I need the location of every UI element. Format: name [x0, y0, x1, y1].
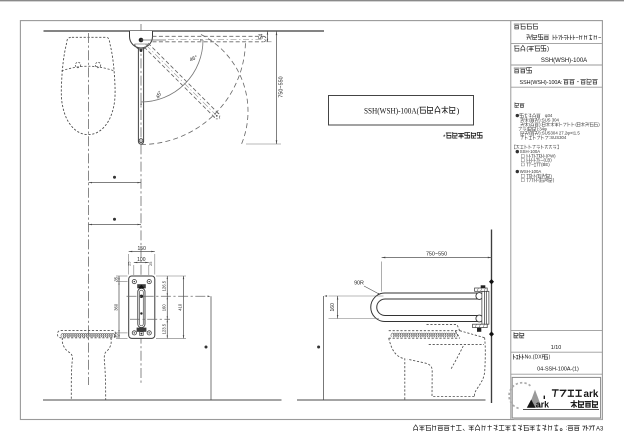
svg-text:): )	[550, 173, 552, 178]
svg-text:750~550: 750~550	[279, 76, 285, 97]
svg-text:360: 360	[114, 303, 119, 311]
svg-text:(BE): (BE)	[541, 162, 550, 167]
svg-text:WSH-100A: WSH-100A	[520, 169, 542, 174]
svg-text:SSH(WSH)-100A:: SSH(WSH)-100A:	[520, 80, 563, 86]
svg-text:54: 54	[259, 34, 265, 40]
svg-text:90R: 90R	[354, 280, 364, 286]
svg-text:(: (	[529, 131, 531, 136]
svg-text:45°: 45°	[155, 90, 164, 100]
svg-text:04-SSH-100A-(1): 04-SSH-100A-(1)	[537, 366, 579, 372]
svg-text:750~550: 750~550	[426, 251, 447, 257]
svg-text:(: (	[539, 178, 541, 183]
svg-text:):34φ: ):34φ	[537, 126, 547, 131]
svg-text:): )	[553, 178, 555, 183]
svg-text:(: (	[526, 45, 529, 52]
svg-text:φ34: φ34	[545, 113, 553, 118]
svg-text:150: 150	[138, 246, 147, 252]
svg-text:35: 35	[114, 276, 119, 281]
svg-text:No.(DXF: No.(DXF	[525, 355, 545, 361]
svg-text:1/10: 1/10	[551, 345, 562, 351]
svg-text:ark: ark	[584, 389, 599, 400]
svg-text:126.5: 126.5	[161, 280, 166, 291]
svg-text:SSH(WSH)-100A(: SSH(WSH)-100A(	[364, 107, 419, 116]
svg-text:): )	[598, 122, 600, 127]
svg-text:25: 25	[128, 262, 132, 266]
svg-text:): )	[549, 355, 551, 361]
svg-text:35: 35	[114, 333, 119, 338]
svg-text:(PW): (PW)	[546, 154, 556, 159]
svg-text:SSH-100A: SSH-100A	[520, 149, 540, 154]
svg-text:(: (	[529, 122, 531, 127]
svg-text:(: (	[536, 173, 538, 178]
svg-text:(: (	[575, 122, 577, 127]
svg-text:):SUS 304: ):SUS 304	[539, 118, 559, 123]
svg-text:(: (	[529, 118, 531, 123]
svg-text:25: 25	[149, 262, 153, 266]
svg-text:410: 410	[178, 303, 183, 311]
svg-text:100: 100	[137, 257, 146, 263]
svg-text::SUS304: :SUS304	[549, 135, 567, 140]
svg-text:160: 160	[161, 304, 166, 312]
svg-text:):: ):	[539, 122, 542, 127]
svg-text:(LB): (LB)	[544, 158, 553, 163]
svg-text:160: 160	[330, 303, 336, 312]
svg-text:): )	[547, 45, 549, 52]
svg-text:*: *	[443, 134, 446, 141]
svg-text:(: (	[527, 126, 529, 131]
svg-text:SSH(WSH)-100A: SSH(WSH)-100A	[541, 58, 587, 64]
svg-text:123.5: 123.5	[161, 323, 166, 334]
svg-text:A3: A3	[596, 426, 604, 432]
svg-text:ark: ark	[536, 400, 549, 410]
svg-text:): )	[457, 107, 460, 116]
svg-text::: :	[566, 425, 568, 432]
svg-text:46°: 46°	[189, 55, 199, 64]
svg-text:):SUS304 27.2φ×t1.5: ):SUS304 27.2φ×t1.5	[539, 131, 580, 136]
